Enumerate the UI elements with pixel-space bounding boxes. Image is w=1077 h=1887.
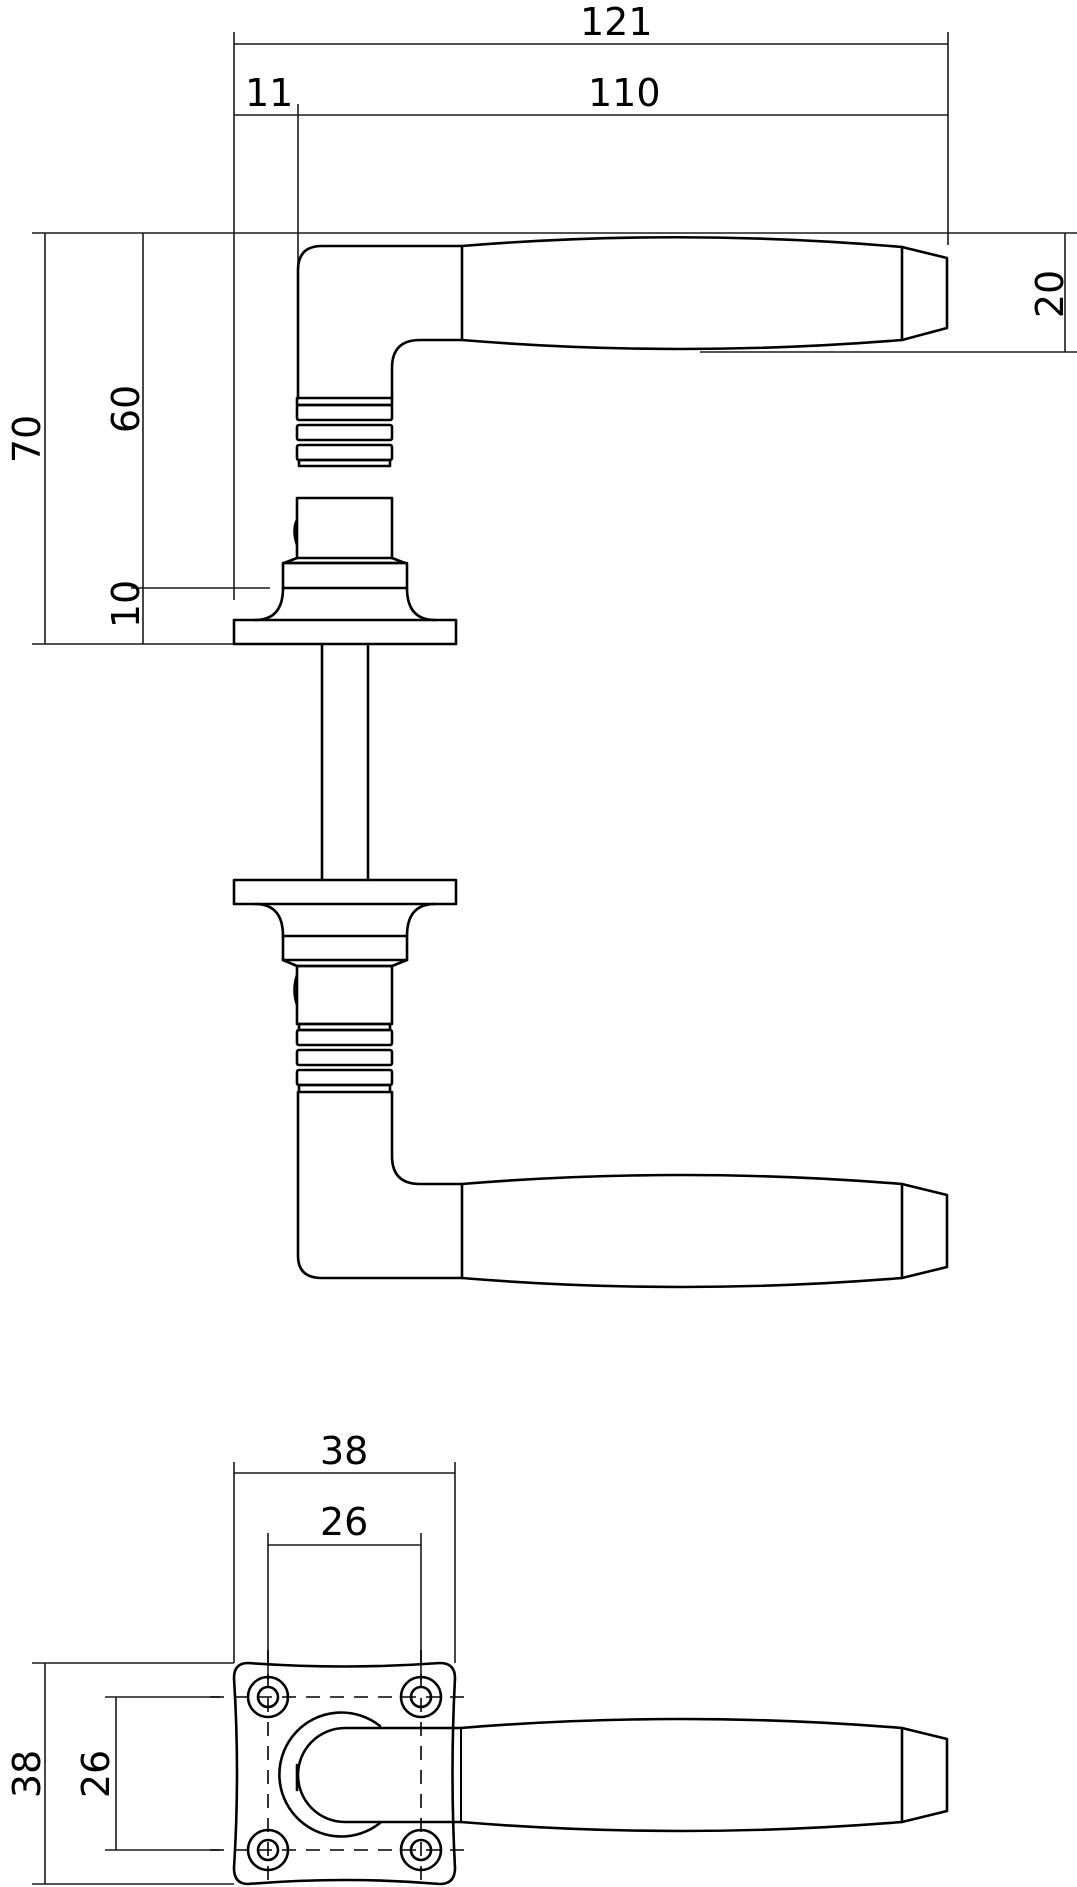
- dim-overall-height: [32, 233, 234, 645]
- dim-rose-width: [233, 1462, 456, 1663]
- square-rose: [210, 1650, 949, 1887]
- dim-overall-length: [233, 32, 949, 600]
- spindle: [320, 642, 370, 882]
- dim-rose-height: [32, 1662, 234, 1885]
- dim-lever-length: [234, 104, 948, 265]
- dim-hole-spacing-x: [267, 1533, 422, 1680]
- screw-hole-bottom-left: [246, 1828, 290, 1872]
- lower-lever: [232, 878, 949, 1289]
- dim-hole-spacing-y: [105, 1696, 220, 1851]
- screw-hole-top-right: [399, 1675, 443, 1719]
- screw-hole-top-left: [246, 1675, 290, 1719]
- upper-lever: [232, 235, 949, 646]
- screw-hole-bottom-right: [399, 1828, 443, 1872]
